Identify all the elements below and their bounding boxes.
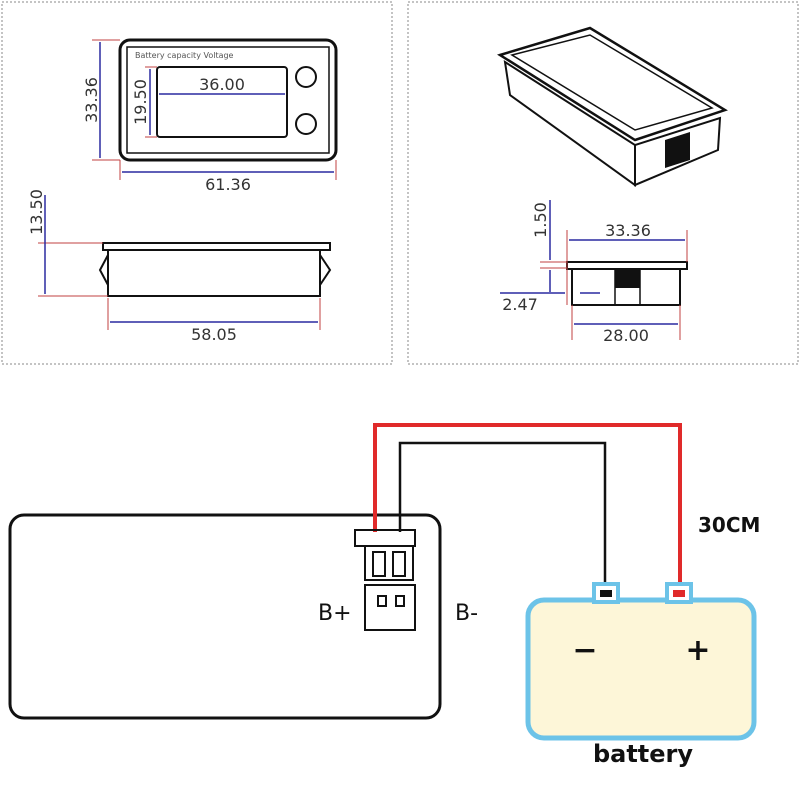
dim-body-width: 28.00 xyxy=(603,326,649,345)
red-wire xyxy=(373,423,682,588)
dim-width: 61.36 xyxy=(205,175,251,194)
side-view: 13.50 58.05 xyxy=(27,189,332,344)
front-view: Battery capacity Voltage 33.36 19.50 36.… xyxy=(82,38,338,194)
label-b-plus: B+ xyxy=(318,601,352,626)
dim-flange: 1.50 xyxy=(531,202,550,238)
side-clip xyxy=(98,254,109,286)
device-label: Battery capacity Voltage xyxy=(135,51,234,60)
connector-plug xyxy=(354,529,416,547)
minus-sign: − xyxy=(572,633,597,668)
button-icon xyxy=(295,66,317,88)
plus-sign: + xyxy=(685,633,710,668)
wiring: B+ B- 30CM − + battery xyxy=(8,423,760,768)
meter-module xyxy=(8,513,442,720)
connector-socket xyxy=(364,584,416,631)
right-side-view: 33.36 1.50 2.47 28.00 xyxy=(500,200,688,345)
dim-display-width: 36.00 xyxy=(199,75,245,94)
panel-right xyxy=(407,1,799,365)
label-b-minus: B- xyxy=(455,601,478,626)
dim-offset: 2.47 xyxy=(502,295,538,314)
button-icon xyxy=(295,113,317,135)
dim-display-height: 19.50 xyxy=(131,79,150,125)
side-clip xyxy=(319,251,332,289)
battery-label: battery xyxy=(593,740,693,768)
dim-length: 58.05 xyxy=(191,325,237,344)
display-window xyxy=(156,66,288,138)
dim-right-width: 33.36 xyxy=(605,221,651,240)
dim-height: 33.36 xyxy=(82,77,101,123)
cable-length: 30CM xyxy=(698,513,760,537)
battery xyxy=(525,597,757,741)
isometric-view xyxy=(497,26,728,187)
dim-depth: 13.50 xyxy=(27,189,46,235)
black-wire xyxy=(398,441,607,588)
